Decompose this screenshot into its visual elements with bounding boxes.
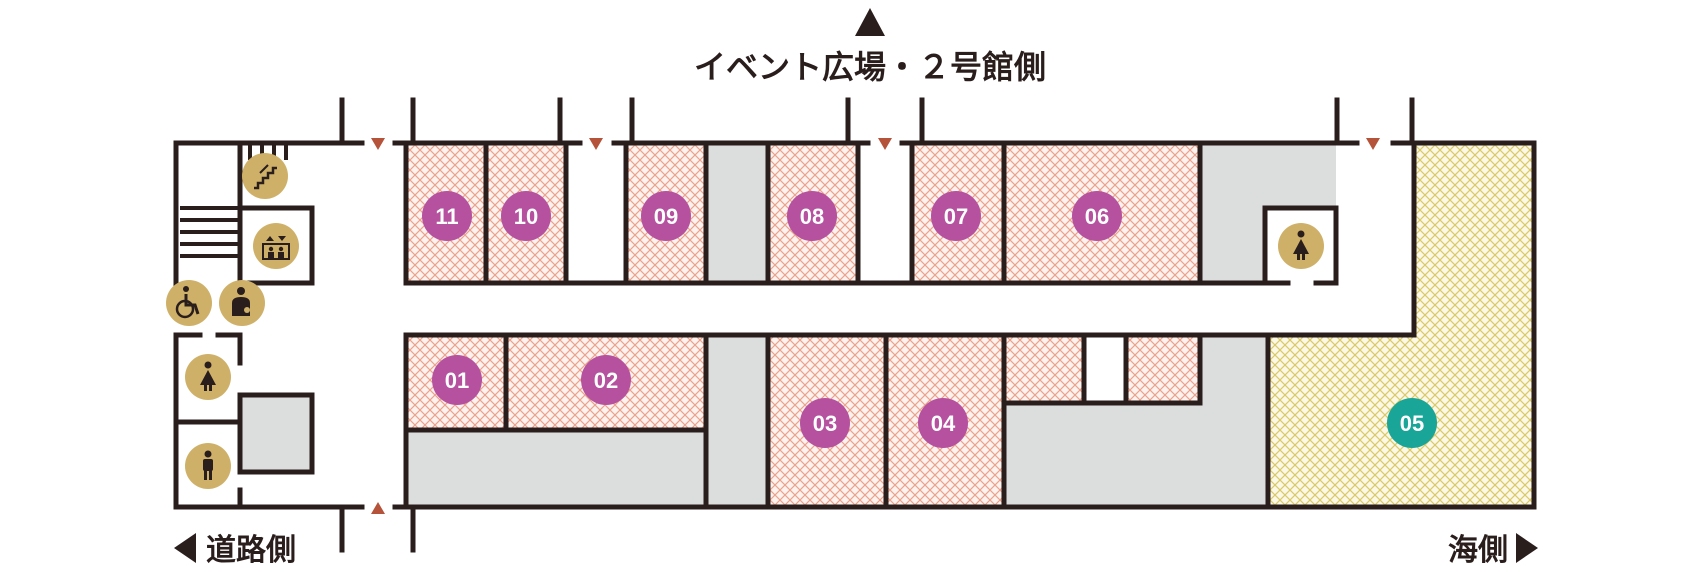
booth-badge-09[interactable]: 09 bbox=[641, 191, 691, 241]
top-direction-label: イベント広場・２号館側 bbox=[694, 48, 1046, 86]
entrance-marker bbox=[371, 138, 385, 150]
gray-block-lower-right bbox=[1200, 335, 1268, 507]
booth-number: 06 bbox=[1085, 204, 1109, 229]
booth-area-05 bbox=[1268, 143, 1534, 507]
booth-badge-circle bbox=[432, 355, 482, 405]
booth-area-extra-b bbox=[1126, 335, 1200, 403]
booth-number: 01 bbox=[445, 368, 469, 393]
entrance-marker bbox=[371, 502, 385, 514]
booth-number: 09 bbox=[654, 204, 678, 229]
left-arrow bbox=[174, 533, 196, 563]
gray-block-lower-left bbox=[406, 430, 706, 507]
booth-number: 10 bbox=[514, 204, 538, 229]
booth-badge-circle bbox=[422, 191, 472, 241]
booth-badge-circle bbox=[581, 355, 631, 405]
booth-badge-11[interactable]: 11 bbox=[422, 191, 472, 241]
gray-block-upper-right bbox=[1200, 143, 1336, 283]
walls bbox=[173, 97, 1537, 553]
right-direction-label: 海側 bbox=[1448, 533, 1508, 568]
service-blocks bbox=[240, 143, 1336, 507]
booth-area-extra-a bbox=[1004, 335, 1084, 403]
entrance-marker bbox=[589, 138, 603, 150]
gray-block-column-top bbox=[706, 143, 768, 283]
womens-restroom-icon bbox=[185, 354, 231, 400]
booth-number: 04 bbox=[931, 411, 956, 436]
booth-number: 07 bbox=[944, 204, 968, 229]
gray-block-column-bottom bbox=[706, 335, 768, 507]
north-arrow bbox=[855, 8, 885, 36]
booth-badge-circle bbox=[918, 398, 968, 448]
entrance-marker bbox=[1366, 138, 1380, 150]
booth-badge-circle bbox=[1387, 398, 1437, 448]
entrance-markers bbox=[371, 138, 1380, 514]
wheelchair-icon bbox=[166, 280, 212, 326]
facility-icons bbox=[166, 153, 1324, 489]
right-arrow bbox=[1516, 533, 1538, 563]
booth-badge-circle bbox=[641, 191, 691, 241]
booth-badge-circle bbox=[501, 191, 551, 241]
booth-badge-04[interactable]: 04 bbox=[918, 398, 968, 448]
booth-badge-03[interactable]: 03 bbox=[800, 398, 850, 448]
booth-badge-circle bbox=[787, 191, 837, 241]
left-direction-label: 道路側 bbox=[206, 533, 296, 568]
gray-block-lower-mid bbox=[1004, 403, 1200, 507]
booth-badge-circle bbox=[800, 398, 850, 448]
booth-badge-02[interactable]: 02 bbox=[581, 355, 631, 405]
stair-treads bbox=[180, 143, 288, 258]
booth-badge-05[interactable]: 05 bbox=[1387, 398, 1437, 448]
nursing-room-icon bbox=[219, 280, 265, 326]
booth-number: 02 bbox=[594, 368, 618, 393]
booth-badge-06[interactable]: 06 bbox=[1072, 191, 1122, 241]
booth-badge-circle bbox=[1072, 191, 1122, 241]
mens-restroom-icon bbox=[185, 443, 231, 489]
booth-badge-01[interactable]: 01 bbox=[432, 355, 482, 405]
booth-badge-10[interactable]: 10 bbox=[501, 191, 551, 241]
booth-number: 08 bbox=[800, 204, 824, 229]
womens-restroom-icon bbox=[1278, 223, 1324, 269]
booth-number: 05 bbox=[1400, 411, 1424, 436]
entrance-marker bbox=[878, 138, 892, 150]
stairs-icon bbox=[242, 153, 288, 199]
booth-badge-circle bbox=[931, 191, 981, 241]
booth-badges: 11 10 09 08 07 06 01 02 bbox=[422, 191, 1437, 448]
booth-number: 11 bbox=[435, 204, 458, 229]
booth-areas bbox=[406, 143, 1534, 507]
elevator-icon bbox=[253, 223, 299, 269]
booth-badge-07[interactable]: 07 bbox=[931, 191, 981, 241]
gray-block-left-wing bbox=[240, 395, 312, 472]
booth-badge-08[interactable]: 08 bbox=[787, 191, 837, 241]
booth-number: 03 bbox=[813, 411, 837, 436]
